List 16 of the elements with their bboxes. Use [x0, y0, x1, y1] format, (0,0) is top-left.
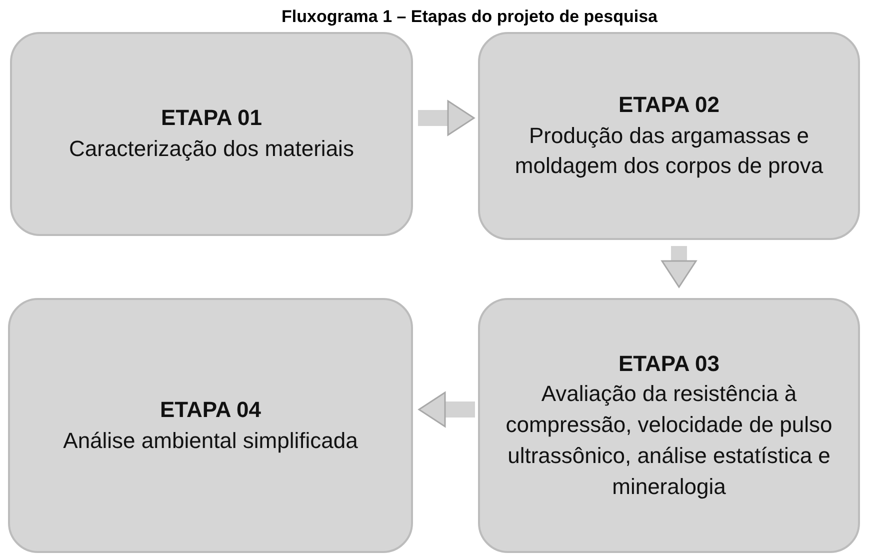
process-box — [8, 298, 413, 553]
step-description: Análise ambiental simplificada — [63, 426, 358, 455]
step-description: Avaliação da resistência à compressão, velocidade de pulso ultrassônico, análise estatística e mineralogia — [504, 380, 834, 501]
block-arrow — [418, 392, 475, 428]
process-box — [10, 32, 413, 236]
step-description: Caracterização dos materiais — [69, 135, 354, 163]
title: Fluxograma 1 – Etapas do projeto de pesquisa — [280, 6, 658, 28]
step-heading: ETAPA 03 — [618, 350, 720, 378]
step-heading: ETAPA 04 — [160, 396, 262, 424]
process-box — [478, 32, 860, 240]
block-arrow — [418, 100, 475, 136]
block-arrow — [661, 246, 697, 288]
step-description: Produção das argamassas e moldagem dos corpos de prova — [514, 122, 824, 180]
step-heading: ETAPA 02 — [618, 90, 720, 119]
step-heading: ETAPA 01 — [160, 104, 262, 132]
process-box — [478, 298, 860, 553]
